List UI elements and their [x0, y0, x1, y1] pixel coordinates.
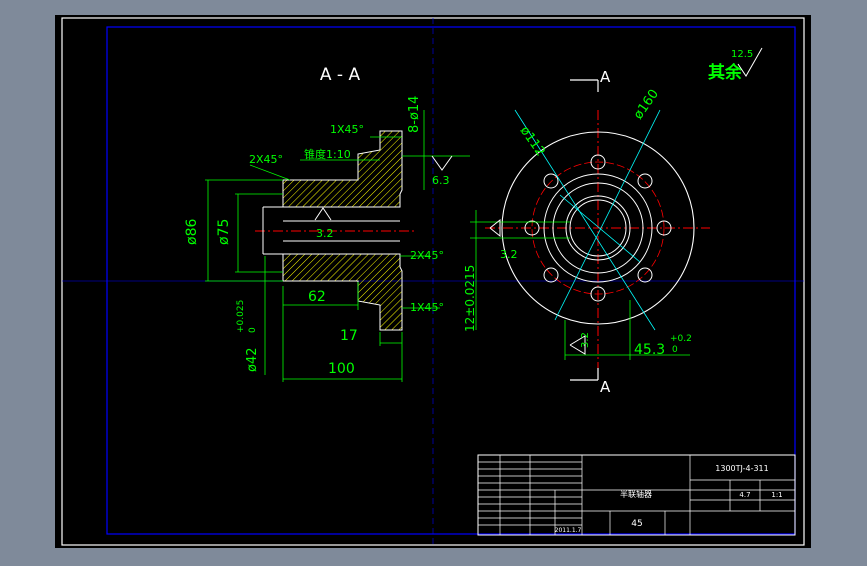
- note-prefix: 其余: [708, 62, 743, 83]
- general-roughness-note: 其余 12.5: [708, 47, 763, 83]
- roughness-3-2-section: 3.2: [316, 227, 334, 240]
- note-symbol: [737, 47, 763, 77]
- weight: 4.7: [739, 491, 750, 499]
- bore-inner-circle: [569, 199, 627, 257]
- roughness-symbols-section: [314, 155, 453, 221]
- dim-chamfer-bottom: 1X45°: [410, 301, 444, 314]
- dim-45-3-upper: +0.2: [670, 334, 692, 344]
- roughness-6-3: 6.3: [432, 174, 450, 187]
- scale: 1:1: [771, 491, 782, 499]
- drawing-number: 1300TJ-4-311: [715, 464, 768, 473]
- dim-d42: ø42: [245, 348, 260, 373]
- date: 2011.1.7: [555, 527, 582, 534]
- end-view: A A ø112 ø160 3.2 12±0.0215 3.2 45.3 +0.…: [463, 68, 710, 396]
- dim-chamfer-left: 2X45°: [249, 153, 283, 166]
- roughness-symbols-end: [489, 218, 586, 355]
- dim-8-d14: 8-ø14: [407, 96, 422, 133]
- dim-taper: 锥度1:10: [304, 147, 351, 161]
- hub-circle-2: [552, 182, 644, 274]
- dim-chamfer-top: 1X45°: [330, 123, 364, 136]
- dim-100: 100: [328, 361, 355, 377]
- bore-circle: [565, 195, 631, 261]
- cut-label-bottom: A: [600, 378, 611, 396]
- dim-12-tol: 12±0.0215: [463, 265, 477, 332]
- section-dimension-texts: ø86 ø75 62 17 100 ø42 +0.025 0 8-ø14 1X4…: [184, 96, 450, 377]
- material: 45: [631, 519, 642, 529]
- section-label: A - A: [320, 65, 361, 85]
- dim-62: 62: [308, 289, 326, 305]
- note-value: 12.5: [731, 49, 753, 60]
- dim-d75: ø75: [216, 219, 232, 245]
- flange-outer-circle: [501, 131, 695, 325]
- end-view-leaders: [514, 109, 661, 331]
- title-block: 1300TJ-4-311 半联轴器 45 4.7 1:1 2011.1.7: [477, 454, 796, 536]
- cut-label-top: A: [600, 68, 611, 86]
- dim-d42-lower: 0: [248, 327, 258, 333]
- hub-outer-circle: [543, 173, 653, 283]
- roughness-3-2-end: 3.2: [500, 248, 518, 261]
- roughness-3-2-bottom: 3.2: [580, 332, 591, 348]
- section-dimension-lines: [205, 110, 470, 382]
- end-view-dimension-lines: [470, 210, 690, 360]
- bolt-holes: [524, 154, 672, 302]
- dim-d42-upper: +0.025: [236, 300, 246, 333]
- cut-marks: [570, 79, 599, 381]
- dim-45-3-lower: 0: [672, 345, 678, 355]
- dim-d86: ø86: [184, 219, 200, 245]
- part-name: 半联轴器: [620, 489, 652, 499]
- dim-chamfer-right: 2X45°: [410, 249, 444, 262]
- dim-17: 17: [340, 328, 358, 344]
- bolt-circle: [531, 161, 665, 295]
- section-upper-half: [282, 130, 403, 208]
- dim-45-3: 45.3: [634, 342, 665, 358]
- inner-frame: [106, 26, 796, 535]
